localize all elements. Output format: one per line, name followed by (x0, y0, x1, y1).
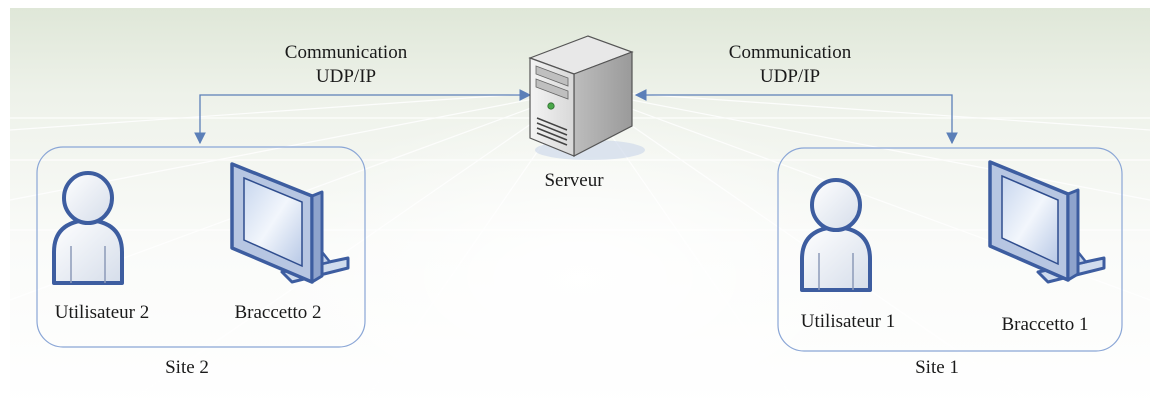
user-2-label: Utilisateur 2 (55, 302, 149, 323)
site-2-frame (36, 146, 366, 348)
background-glow (250, 90, 910, 412)
device-1-label: Braccetto 1 (1001, 314, 1088, 335)
connection-label-left-line1: Communication (285, 42, 408, 63)
monitor-2-icon (230, 162, 350, 284)
connection-label-right-line2: UDP/IP (760, 66, 820, 87)
server-tower-icon (528, 35, 645, 160)
connection-line-site-1 (634, 89, 958, 145)
user-1-label: Utilisateur 1 (801, 311, 895, 332)
monitor-1-icon (988, 160, 1106, 284)
connection-line-site-2 (194, 89, 532, 145)
site-2-label: Site 2 (165, 357, 209, 378)
connection-label-left-line2: UDP/IP (316, 66, 376, 87)
device-2-label: Braccetto 2 (234, 302, 321, 323)
server-label: Serveur (544, 170, 604, 191)
site-1-label: Site 1 (915, 357, 959, 378)
user-1-icon (800, 178, 872, 292)
connection-label-right-line1: Communication (729, 42, 852, 63)
site-1-frame (777, 147, 1123, 352)
user-2-icon (52, 171, 124, 285)
